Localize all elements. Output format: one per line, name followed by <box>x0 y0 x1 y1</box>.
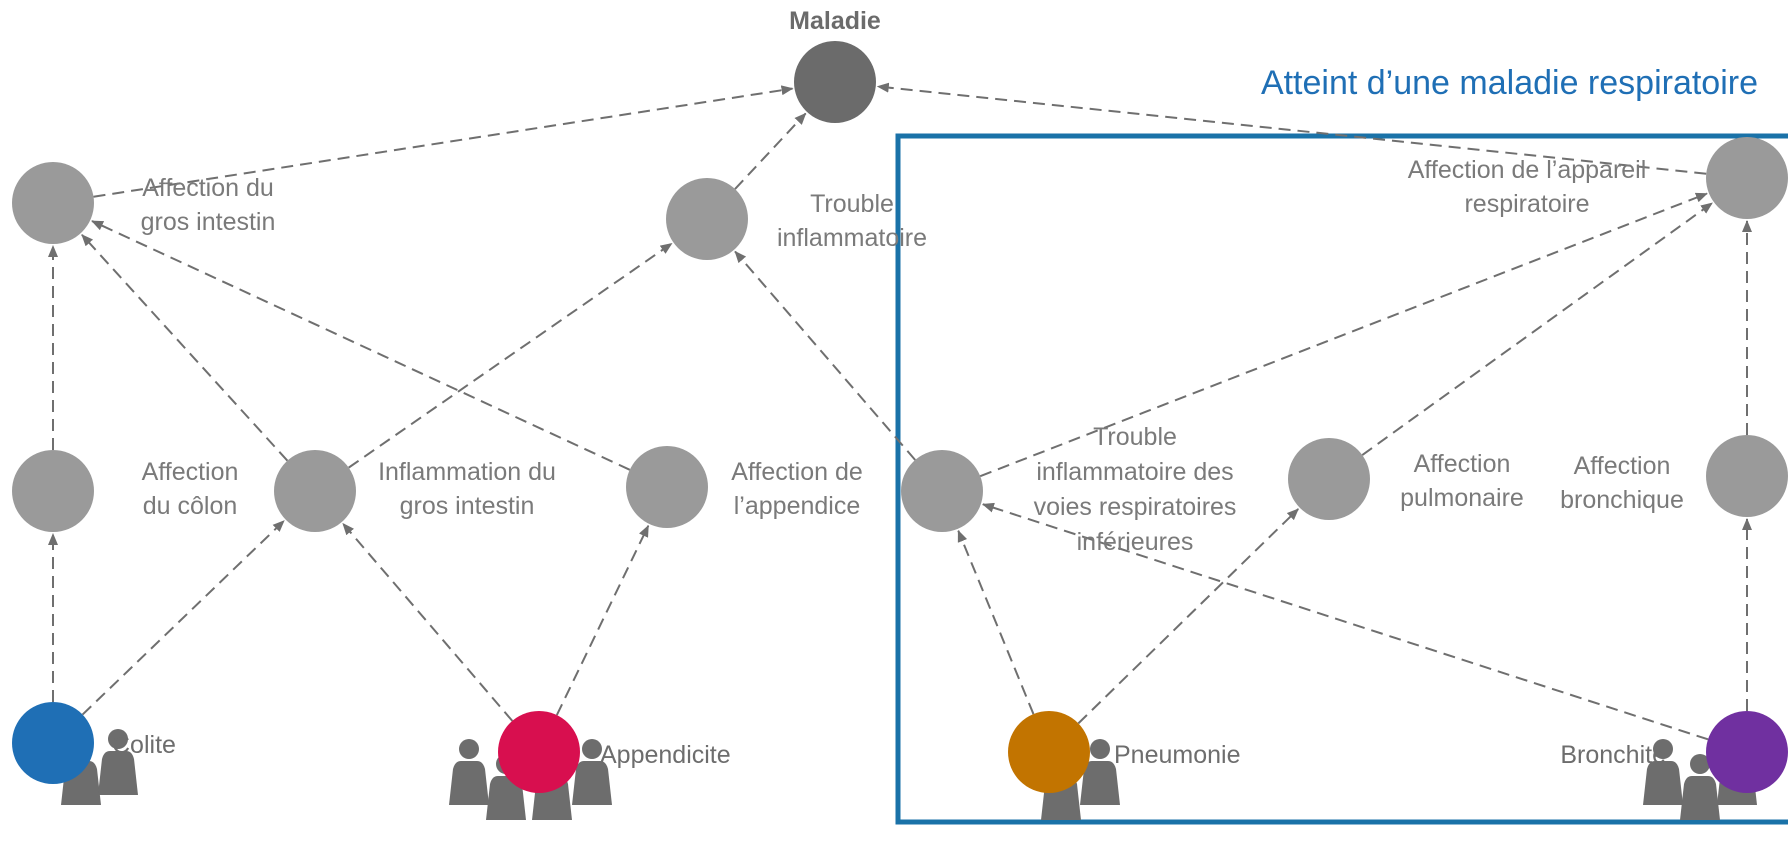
node-label-line: Affection <box>1414 450 1511 478</box>
edge-pneumonie-to-voies-respiratoires <box>957 529 1035 715</box>
node-label-line: Affection <box>142 458 239 486</box>
node-label-line: Affection <box>1574 452 1671 480</box>
node-label-pulmonaire: Affection pulmonaire <box>1400 450 1524 512</box>
node-label-line: Inflammation du <box>378 458 556 486</box>
node-trouble-inflammatoire <box>666 178 748 260</box>
node-label-line: Affection du <box>142 174 274 202</box>
node-label-line: Trouble <box>810 190 894 218</box>
node-label-line: Affection de <box>731 458 863 486</box>
edge-voies-respiratoires-to-trouble-inflammatoire <box>734 250 916 461</box>
edge-inflammation-gros-intestin-to-gros-intestin <box>81 234 289 462</box>
node-label-line: respiratoire <box>1464 190 1589 218</box>
node-label-line: inflammatoire des <box>1036 458 1233 486</box>
node-appareil-respiratoire <box>1706 137 1788 219</box>
node-gros-intestin <box>12 162 94 244</box>
node-appendice <box>626 446 708 528</box>
leaf-label-bronchite: Bronchite <box>1560 741 1666 769</box>
person-icon <box>1680 754 1720 820</box>
node-label-appareil-respiratoire: Affection de l’appareil respiratoire <box>1408 156 1647 218</box>
respiratory-group-box <box>895 133 1788 825</box>
node-label-line: Trouble <box>1093 423 1177 451</box>
node-label-line: l’appendice <box>734 492 861 520</box>
edge-voies-respiratoires-to-appareil-respiratoire <box>979 192 1708 478</box>
person-icon <box>1080 739 1120 805</box>
edge-gros-intestin-to-root <box>93 85 794 198</box>
edge-trouble-inflammatoire-to-root <box>734 112 807 190</box>
node-maladie <box>794 41 876 123</box>
nodes-layer <box>12 41 1788 793</box>
node-label-line: du côlon <box>143 492 238 520</box>
edge-appendicite-to-inflammation-gros-intestin <box>342 522 514 722</box>
edge-pulmonaire-to-appareil-respiratoire <box>1361 202 1713 456</box>
node-bronchique <box>1706 435 1788 517</box>
person-icon <box>572 739 612 805</box>
leaf-label-pneumonie: Pneumonie <box>1114 741 1240 769</box>
node-label-line: bronchique <box>1560 486 1684 514</box>
person-icon <box>1643 739 1683 805</box>
node-label-voies-respiratoires: Trouble inflammatoire des voies respiratoi… <box>1034 423 1237 556</box>
node-pulmonaire <box>1288 438 1370 520</box>
person-icon <box>98 729 138 795</box>
edge-appendice-to-gros-intestin <box>91 220 631 471</box>
leaf-node-colite <box>12 702 94 784</box>
node-label-inflammation-gros-intestin: Inflammation du gros intestin <box>378 458 556 520</box>
edge-appendicite-to-appendice <box>555 524 650 716</box>
edge-bronchite-to-voies-respiratoires <box>981 502 1709 741</box>
edge-appareil-respiratoire-to-root <box>876 82 1707 175</box>
node-label-line: voies respiratoires <box>1034 493 1237 521</box>
leaf-node-bronchite <box>1706 711 1788 793</box>
node-voies-respiratoires <box>901 450 983 532</box>
node-label-appendice: Affection de l’appendice <box>731 458 863 520</box>
leaf-node-appendicite <box>498 711 580 793</box>
group-title: Atteint d’une maladie respiratoire <box>1261 64 1758 102</box>
group-layer: Atteint d’une maladie respiratoire <box>895 64 1788 825</box>
leaf-label-appendicite: Appendicite <box>600 741 731 769</box>
leaf-label-colite: Colite <box>112 731 176 759</box>
node-label-line: inférieures <box>1077 528 1194 556</box>
edge-pneumonie-to-pulmonaire <box>1077 508 1299 725</box>
node-inflammation-gros-intestin <box>274 450 356 532</box>
node-label-line: pulmonaire <box>1400 484 1524 512</box>
person-icon <box>449 739 489 805</box>
node-label-line: gros intestin <box>141 208 276 236</box>
node-label-gros-intestin: Affection du gros intestin <box>141 174 276 236</box>
node-label-line: inflammatoire <box>777 224 927 252</box>
edges-layer <box>48 82 1752 741</box>
root-label: Maladie <box>789 7 881 35</box>
leaf-node-pneumonie <box>1008 711 1090 793</box>
node-label-line: gros intestin <box>400 492 535 520</box>
edge-inflammation-gros-intestin-to-trouble-inflammatoire <box>348 242 673 469</box>
people-layer <box>61 729 1757 820</box>
node-label-colon: Affection du côlon <box>142 458 239 520</box>
node-colon <box>12 450 94 532</box>
edge-colite-to-inflammation-gros-intestin <box>81 520 285 716</box>
node-label-line: Affection de l’appareil <box>1408 156 1647 184</box>
node-label-trouble-inflammatoire: Trouble inflammatoire <box>777 190 927 252</box>
node-label-bronchique: Affection bronchique <box>1560 452 1684 514</box>
